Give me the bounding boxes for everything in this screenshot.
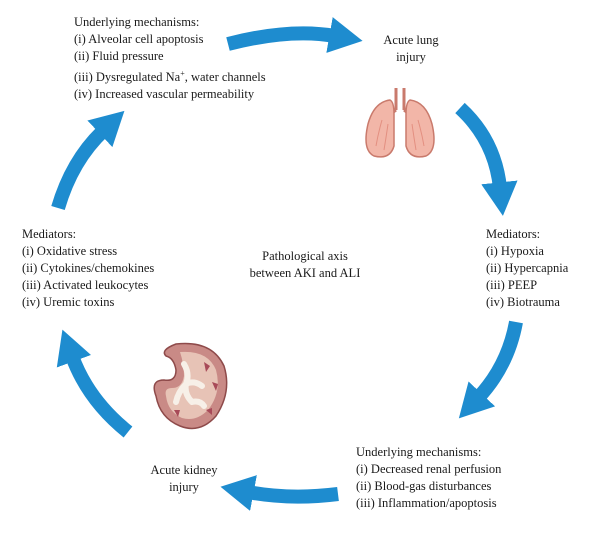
mediator-item: (i) Hypoxia bbox=[486, 244, 544, 258]
arrow-right-lower bbox=[458, 320, 523, 419]
mediator-item: (iii) PEEP bbox=[486, 278, 538, 292]
mediator-item: (ii) Hypercapnia bbox=[486, 261, 569, 275]
mediators-title: Mediators: bbox=[486, 227, 541, 241]
mechanism-item: (iii) Inflammation/apoptosis bbox=[356, 496, 497, 510]
mechanisms-title: Underlying mechanisms: bbox=[74, 15, 200, 29]
acute-kidney-injury-label: Acute kidney injury bbox=[150, 463, 218, 494]
mediator-item: (i) Oxidative stress bbox=[22, 244, 118, 258]
mechanism-item: (ii) Blood-gas disturbances bbox=[356, 479, 492, 493]
mediator-item: (iv) Biotrauma bbox=[486, 295, 560, 309]
lung-to-kidney-mechanisms: Underlying mechanisms: (i) Decreased ren… bbox=[356, 444, 501, 512]
mediator-item: (iv) Uremic toxins bbox=[22, 295, 115, 309]
arrow-right-upper bbox=[455, 102, 518, 216]
arrow-bottom bbox=[220, 475, 339, 511]
mechanism-item: (iii) Dysregulated Na+, water channels bbox=[74, 69, 266, 85]
lung-mediators: Mediators: (i) Hypoxia (ii) Hypercapnia … bbox=[486, 226, 568, 311]
mechanisms-title: Underlying mechanisms: bbox=[356, 445, 482, 459]
kidney-to-lung-mechanisms: Underlying mechanisms: (i) Alveolar cell… bbox=[74, 14, 266, 103]
mechanism-item: (i) Alveolar cell apoptosis bbox=[74, 32, 204, 46]
arrow-left-upper bbox=[51, 110, 125, 211]
mediator-item: (ii) Cytokines/chemokines bbox=[22, 261, 155, 275]
mechanism-item: (ii) Fluid pressure bbox=[74, 49, 164, 63]
mediator-item: (iii) Activated leukocytes bbox=[22, 278, 149, 292]
mediators-title: Mediators: bbox=[22, 227, 77, 241]
lungs-icon bbox=[365, 88, 435, 158]
mechanism-item: (i) Decreased renal perfusion bbox=[356, 462, 502, 476]
kidney-icon bbox=[153, 342, 228, 430]
mechanism-item: (iv) Increased vascular permeability bbox=[74, 87, 255, 102]
center-label: Pathological axis between AKI and ALI bbox=[249, 249, 361, 280]
kidney-mediators: Mediators: (i) Oxidative stress (ii) Cyt… bbox=[22, 226, 154, 311]
arrow-top bbox=[226, 17, 363, 53]
acute-lung-injury-label: Acute lung injury bbox=[383, 33, 439, 64]
arrow-left-lower bbox=[56, 329, 133, 438]
